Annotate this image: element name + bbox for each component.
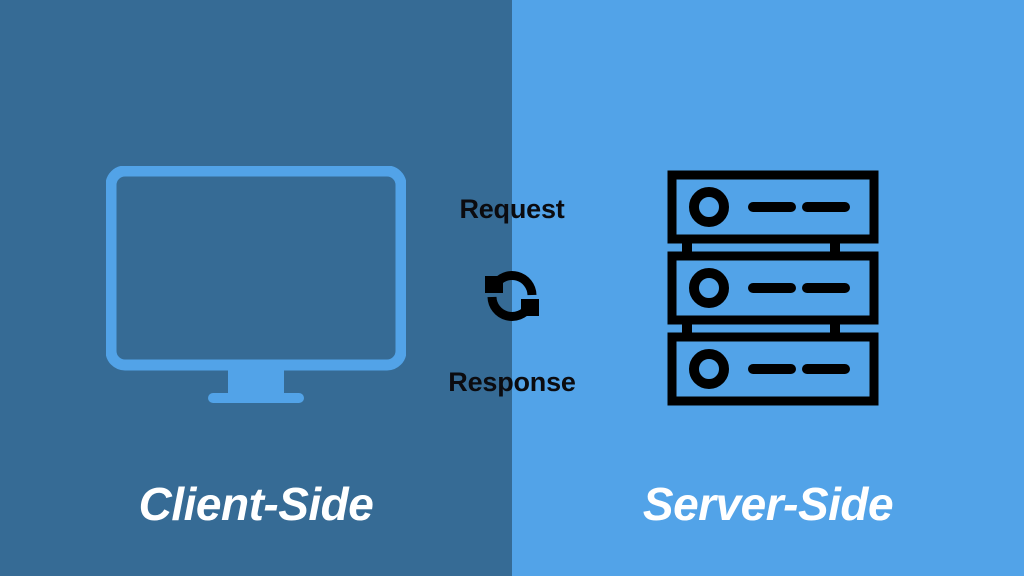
monitor-icon [105,165,407,408]
client-side-panel: Client-Side [105,165,407,530]
server-rack-icon [667,170,879,406]
left-panel-background [0,0,512,576]
server-side-caption: Server-Side [642,478,894,530]
client-side-caption: Client-Side [138,478,374,530]
server-side-panel: Server-Side [512,0,1024,576]
